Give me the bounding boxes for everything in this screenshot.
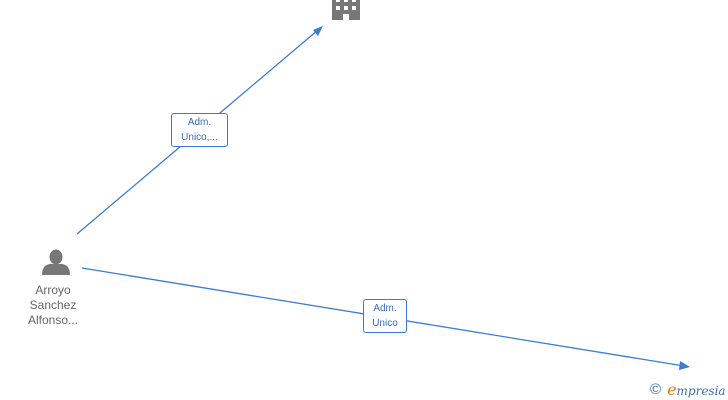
copyright-symbol: © <box>650 380 662 398</box>
person-name-line: Arroyo <box>35 283 71 297</box>
empresia-watermark: © empresia <box>650 379 726 399</box>
edge-label-line: Unico,... <box>181 132 218 143</box>
brand-rest: mpresia <box>676 383 726 398</box>
edge-label-company[interactable]: Adm. Unico,... <box>171 113 228 147</box>
brand-initial: e <box>667 379 677 399</box>
person-name-line: Alfonso... <box>27 313 79 327</box>
brand-logo: empresia <box>667 380 726 399</box>
person-icon[interactable] <box>42 249 70 276</box>
edge-label-line: Adm. <box>187 117 212 128</box>
arrowhead-company <box>313 26 323 36</box>
edge-label-line: Adm. <box>373 303 397 314</box>
edge-label-offscreen[interactable]: Adm. Unico <box>363 299 407 333</box>
building-icon[interactable] <box>332 0 360 20</box>
person-node-name[interactable]: Arroyo Sanchez Alfonso... <box>13 283 93 328</box>
person-name-line: Sanchez <box>29 298 77 312</box>
edge-label-line: Unico <box>372 318 398 329</box>
arrowhead-offscreen <box>679 361 690 370</box>
